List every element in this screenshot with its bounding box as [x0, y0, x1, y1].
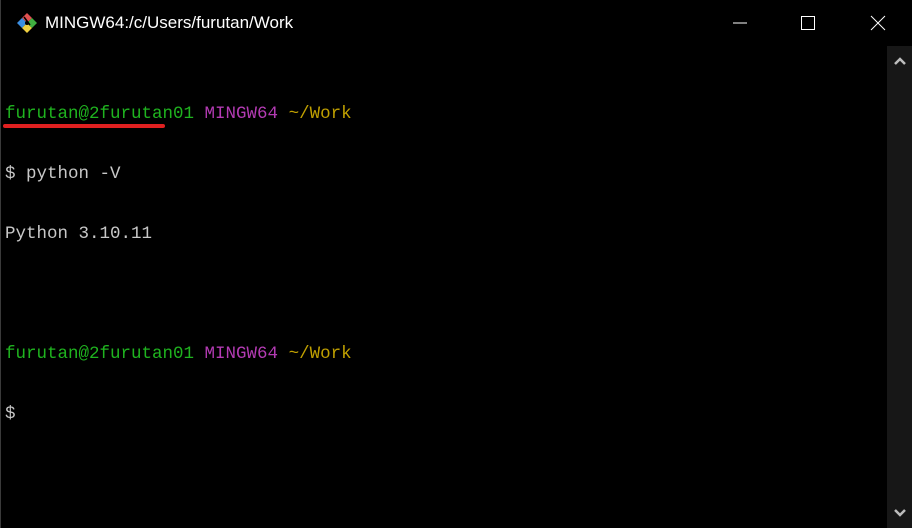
user-host: furutan@2furutan01 [5, 104, 195, 124]
close-icon [870, 15, 886, 31]
blank-line [5, 284, 885, 304]
vertical-scrollbar[interactable] [887, 46, 912, 528]
prompt-line: furutan@2furutan01 MINGW64 ~/Work [5, 104, 885, 124]
red-underline-annotation [3, 124, 165, 128]
minimize-icon [733, 22, 747, 24]
prompt-symbol: $ [5, 164, 16, 184]
prompt-symbol: $ [5, 404, 16, 424]
current-path: ~/Work [288, 344, 352, 364]
command-line: $ python -V [5, 164, 885, 184]
maximize-icon [801, 16, 815, 30]
window-title: MINGW64:/c/Users/furutan/Work [45, 13, 294, 32]
scroll-down-button[interactable] [887, 498, 912, 528]
output-line: Python 3.10.11 [5, 224, 885, 244]
scroll-up-button[interactable] [887, 46, 912, 76]
python-version-output: Python 3.10.11 [5, 224, 153, 244]
command-text: python -V [26, 164, 121, 184]
user-host: furutan@2furutan01 [5, 344, 195, 364]
maximize-button[interactable] [785, 0, 831, 46]
env-name: MINGW64 [204, 344, 279, 364]
chevron-down-icon [894, 509, 906, 517]
command-line: $ [5, 404, 885, 424]
git-bash-icon [16, 12, 38, 34]
prompt-line: furutan@2furutan01 MINGW64 ~/Work [5, 344, 885, 364]
terminal-output[interactable]: furutan@2furutan01 MINGW64 ~/Work $ pyth… [5, 64, 885, 524]
env-name: MINGW64 [204, 104, 279, 124]
close-button[interactable] [855, 0, 901, 46]
title-bar[interactable]: MINGW64:/c/Users/furutan/Work [1, 0, 912, 46]
current-path: ~/Work [288, 104, 352, 124]
minimize-button[interactable] [717, 0, 763, 46]
chevron-up-icon [894, 57, 906, 65]
